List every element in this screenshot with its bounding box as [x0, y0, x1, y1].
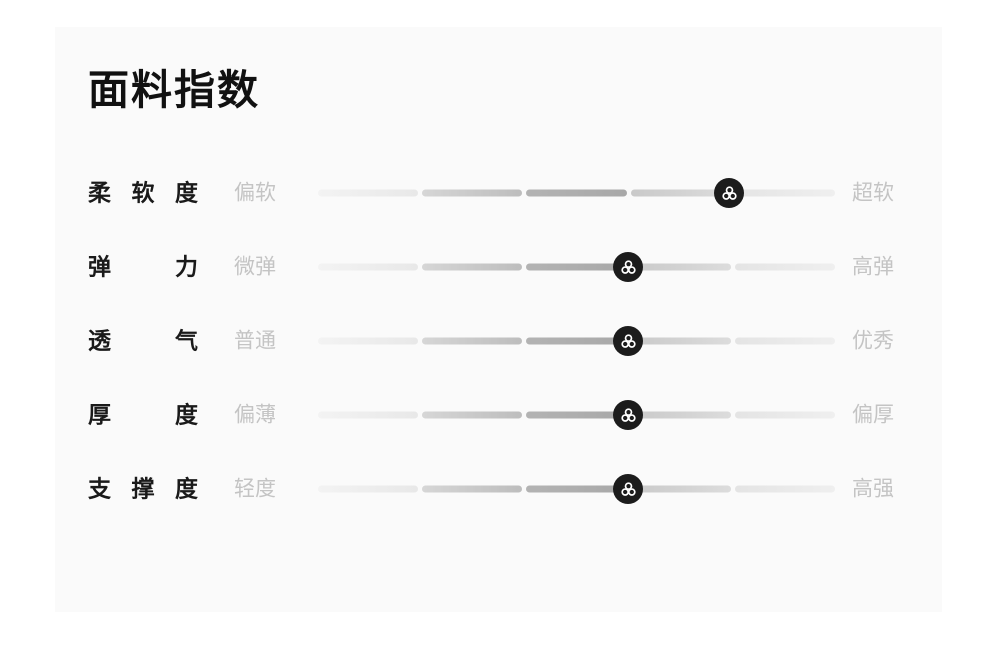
attribute-name: 柔软度 [88, 179, 198, 206]
trefoil-icon [620, 481, 637, 498]
slider-segment-5[interactable] [734, 189, 836, 197]
slider-segment-5[interactable] [734, 485, 836, 493]
page-title: 面料指数 [88, 67, 260, 113]
slider-segment-2[interactable] [422, 337, 523, 345]
trefoil-icon [620, 333, 637, 350]
slider-track[interactable] [318, 263, 836, 271]
slider-segment-1[interactable] [318, 485, 419, 493]
scale-min-label: 普通 [234, 329, 276, 353]
attribute-row: 弹 力 微弹 [55, 230, 942, 304]
scale-min-label: 偏软 [234, 181, 276, 205]
scale-max-label: 偏厚 [852, 403, 894, 427]
scale-max-label: 高强 [852, 477, 894, 501]
attribute-name: 弹 力 [88, 253, 198, 280]
slider-segment-5[interactable] [734, 263, 836, 271]
scale-max-label: 优秀 [852, 329, 894, 353]
trefoil-icon [620, 259, 637, 276]
slider-segment-2[interactable] [422, 263, 523, 271]
slider-segment-3[interactable] [526, 485, 627, 493]
slider-segment-4[interactable] [630, 189, 731, 197]
attribute-row: 透 气 普通 [55, 304, 942, 378]
attribute-name: 支撑度 [88, 475, 198, 502]
scale-min-label: 微弹 [234, 255, 276, 279]
slider-knob[interactable] [613, 400, 644, 430]
slider-segment-4[interactable] [630, 263, 731, 271]
slider-segment-3[interactable] [526, 189, 627, 197]
slider-segment-3[interactable] [526, 411, 627, 419]
slider-track[interactable] [318, 411, 836, 419]
attribute-slider[interactable] [318, 400, 836, 430]
attribute-row: 支撑度 轻度 [55, 452, 942, 526]
attribute-slider[interactable] [318, 326, 836, 356]
slider-segment-2[interactable] [422, 411, 523, 419]
slider-segment-5[interactable] [734, 337, 836, 345]
slider-knob[interactable] [714, 178, 744, 208]
slider-segment-4[interactable] [630, 337, 731, 345]
slider-segment-5[interactable] [734, 411, 836, 419]
slider-segment-3[interactable] [526, 263, 627, 271]
trefoil-icon [620, 407, 637, 424]
slider-segment-3[interactable] [526, 337, 627, 345]
scale-max-label: 超软 [852, 181, 894, 205]
slider-segment-2[interactable] [422, 485, 523, 493]
attribute-row: 厚 度 偏薄 [55, 378, 942, 452]
attribute-slider[interactable] [318, 178, 836, 208]
attribute-slider[interactable] [318, 474, 836, 504]
slider-segment-1[interactable] [318, 337, 419, 345]
slider-knob[interactable] [613, 474, 644, 504]
attribute-name: 厚 度 [88, 401, 198, 428]
slider-segment-4[interactable] [630, 485, 731, 493]
slider-knob[interactable] [613, 252, 644, 282]
slider-segment-2[interactable] [422, 189, 523, 197]
scale-min-label: 偏薄 [234, 403, 276, 427]
trefoil-icon [721, 185, 738, 202]
slider-track[interactable] [318, 337, 836, 345]
slider-segment-1[interactable] [318, 411, 419, 419]
fabric-index-card: 面料指数 柔软度 偏软 [55, 27, 942, 612]
attribute-row-list: 柔软度 偏软 [55, 156, 942, 526]
attribute-name: 透 气 [88, 327, 198, 354]
scale-max-label: 高弹 [852, 255, 894, 279]
slider-segment-1[interactable] [318, 189, 419, 197]
slider-segment-1[interactable] [318, 263, 419, 271]
scale-min-label: 轻度 [234, 477, 276, 501]
slider-segment-4[interactable] [630, 411, 731, 419]
slider-track[interactable] [318, 189, 836, 197]
attribute-row: 柔软度 偏软 [55, 156, 942, 230]
attribute-slider[interactable] [318, 252, 836, 282]
slider-knob[interactable] [613, 326, 644, 356]
slider-track[interactable] [318, 485, 836, 493]
